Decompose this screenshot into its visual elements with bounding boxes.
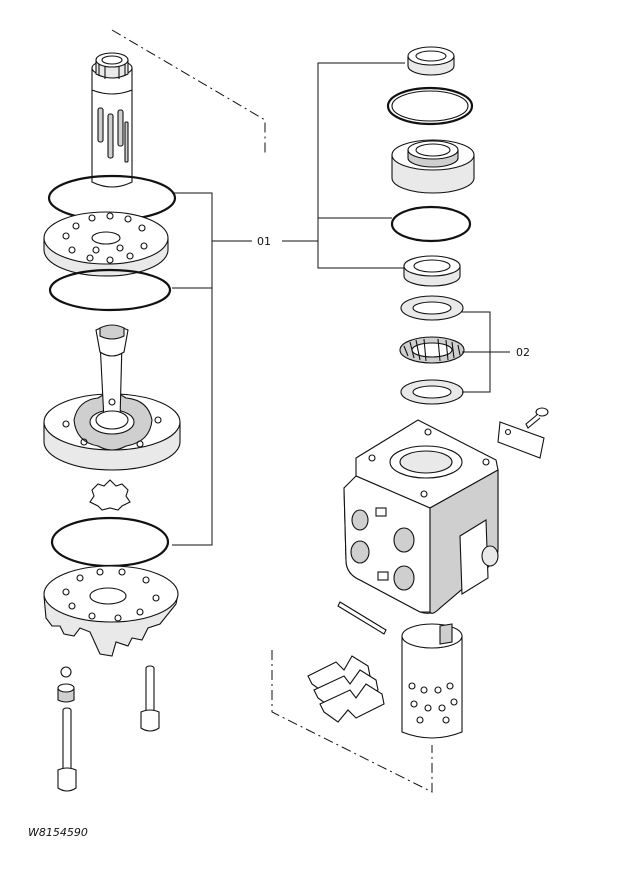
callout-bracket-01-left — [172, 192, 252, 546]
callout-bracket-02 — [462, 311, 510, 393]
check-ball — [60, 666, 72, 678]
end-cap — [43, 565, 179, 657]
bearing-housing — [391, 139, 475, 194]
needle-thrust-bearing — [399, 336, 465, 364]
callout-label-02: 02 — [516, 346, 530, 359]
nameplate-screw — [525, 407, 549, 429]
centering-pin — [337, 601, 387, 635]
o-ring-housing — [390, 205, 472, 243]
figure-code: W8154590 — [28, 826, 88, 839]
o-ring-middle — [48, 268, 172, 312]
o-ring-lower — [50, 516, 170, 568]
seal-ring — [403, 255, 461, 287]
assembly-guide-lines — [111, 29, 433, 793]
plug — [57, 683, 75, 703]
small-spline-gear — [89, 479, 131, 511]
long-bolt — [57, 707, 77, 792]
retaining-ring — [386, 86, 474, 126]
valve-housing — [343, 419, 499, 614]
thrust-washer-lower — [400, 379, 464, 405]
centering-springs — [307, 655, 385, 723]
spool-shaft — [91, 52, 133, 188]
dust-seal-ring — [407, 46, 455, 76]
spool-sleeve — [401, 623, 463, 739]
callout-label-01: 01 — [257, 235, 271, 248]
thrust-washer-upper — [400, 295, 464, 321]
spacer-plate — [43, 211, 169, 277]
short-bolt — [140, 665, 160, 732]
callout-bracket-01-right — [282, 62, 405, 269]
gear-set-with-drive-shaft — [43, 324, 181, 471]
nameplate — [497, 421, 545, 459]
